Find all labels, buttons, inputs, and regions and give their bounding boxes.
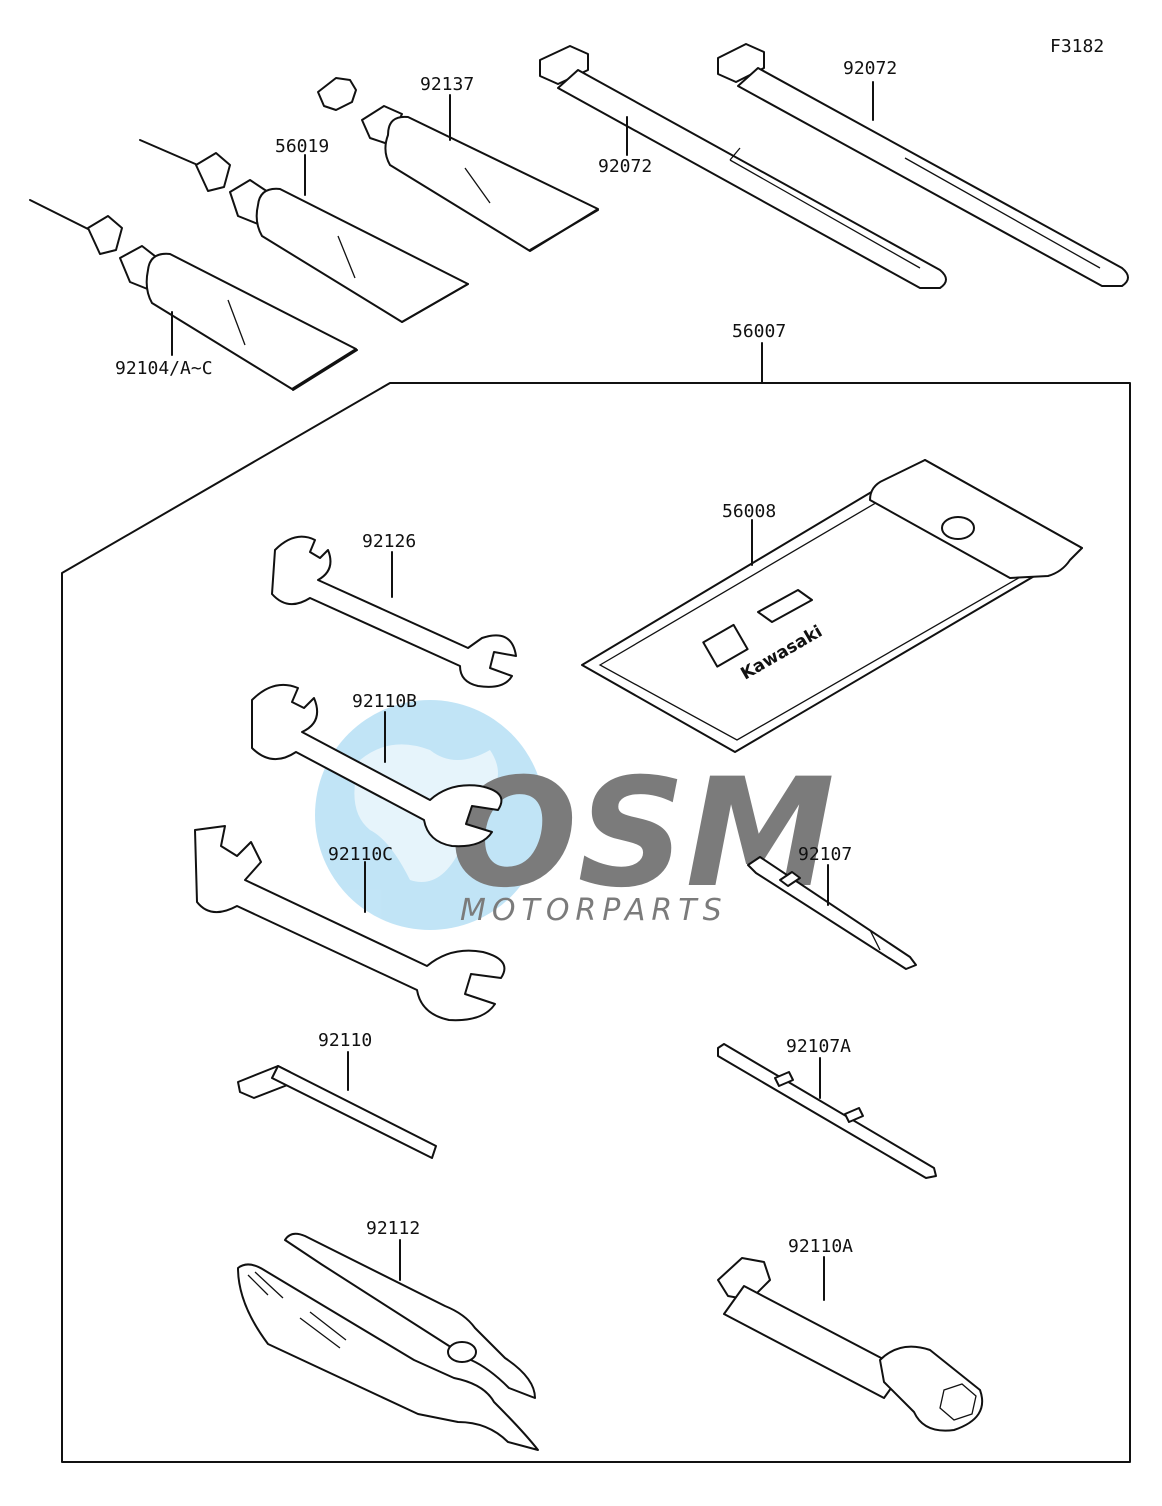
callout-92110B: 92110B — [352, 691, 417, 712]
screwdriver-92107: 92107 — [747, 844, 917, 970]
callout-92072-left: 92072 — [598, 156, 652, 177]
hex-key-92110: 92110 — [237, 1030, 437, 1159]
wrench-92126: 92126 — [271, 531, 517, 688]
callout-92110A: 92110A — [788, 1236, 853, 1257]
callout-92072-right: 92072 — [843, 58, 897, 79]
cable-tie-right: 92072 — [717, 43, 1129, 287]
pliers-92112: 92112 — [237, 1218, 539, 1451]
screwdriver-92107A: 92107A — [717, 1036, 937, 1179]
wrench-92110B: 92110B — [251, 684, 503, 848]
callout-92110: 92110 — [318, 1030, 372, 1051]
callout-92110C: 92110C — [328, 844, 393, 865]
figure-code: F3182 — [1050, 36, 1104, 57]
callout-92137: 92137 — [420, 74, 474, 95]
grease-tube-92137: 92137 — [317, 74, 599, 252]
socket-wrench-92110A: 92110A — [717, 1236, 984, 1432]
callout-92107: 92107 — [798, 844, 852, 865]
callout-92126: 92126 — [362, 531, 416, 552]
tool-kit-frame: 56007 — [61, 321, 1131, 1463]
callout-56007: 56007 — [732, 321, 786, 342]
callout-92104: 92104/A~C — [115, 358, 213, 379]
grease-tube-56019: 56019 — [139, 136, 469, 323]
callout-56019: 56019 — [275, 136, 329, 157]
watermark-brand: OSM — [450, 747, 835, 921]
callout-92107A: 92107A — [786, 1036, 851, 1057]
callout-56008: 56008 — [722, 501, 776, 522]
cable-tie-left: 92072 — [539, 45, 947, 289]
wrench-92110C: 92110C — [194, 825, 506, 1022]
tool-pouch: Kawasaki 56008 — [581, 459, 1083, 753]
watermark-subtitle: MOTORPARTS — [460, 893, 728, 928]
grease-tube-92104: 92104/A~C — [29, 199, 358, 391]
callout-92112: 92112 — [366, 1218, 420, 1239]
